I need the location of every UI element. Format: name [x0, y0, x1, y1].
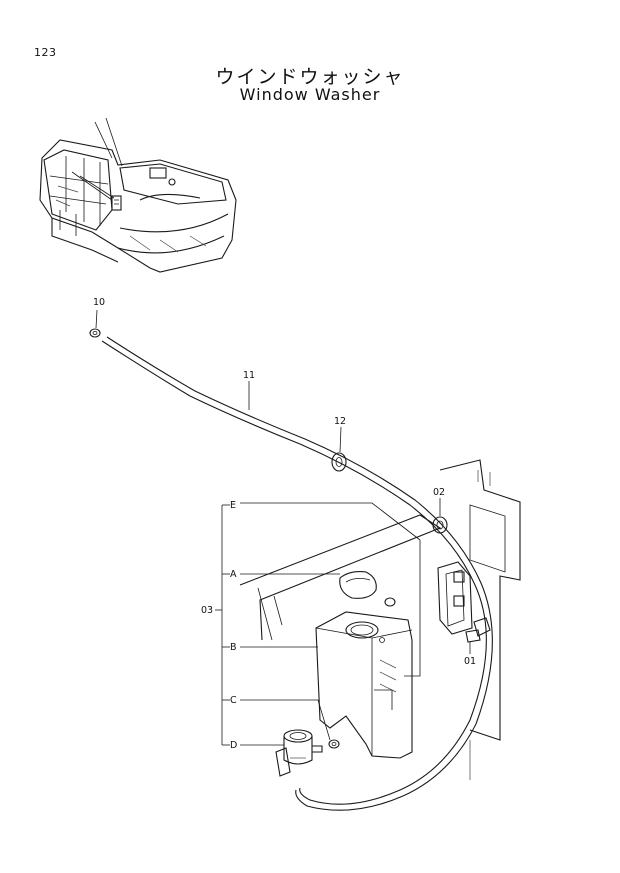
callout-02: 02 — [433, 487, 445, 498]
tank-bracket — [437, 561, 473, 635]
callout-leaders — [215, 502, 421, 746]
callout-D: D — [230, 740, 237, 751]
washer-pump-part-D — [275, 729, 323, 777]
callout-A: A — [230, 569, 237, 580]
callout-10: 10 — [93, 297, 105, 308]
title-japanese: ウインドウォッシャ — [215, 66, 405, 88]
washer-tank-part-B — [315, 611, 413, 759]
nozzle-part-10 — [89, 309, 101, 338]
seal-part-C — [328, 739, 340, 749]
cab-floor-plate — [239, 514, 442, 641]
callout-11: 11 — [243, 370, 255, 381]
callout-03: 03 — [201, 605, 213, 616]
grommet-part-12 — [331, 426, 347, 472]
callout-01: 01 — [464, 656, 476, 667]
title-english: Window Washer — [239, 85, 381, 104]
washer-hose-part-11 — [101, 336, 493, 811]
page-number: 123 — [34, 46, 57, 59]
callout-E: E — [230, 500, 236, 511]
cab-side-panel — [439, 459, 521, 780]
tank-cap-part-A — [339, 571, 396, 607]
bolt-part-01 — [465, 617, 491, 654]
excavator-overview-illustration — [39, 117, 237, 273]
grommet-part-02 — [432, 498, 448, 534]
callout-12: 12 — [334, 416, 346, 427]
callout-C: C — [230, 695, 237, 706]
callout-B: B — [230, 642, 237, 653]
